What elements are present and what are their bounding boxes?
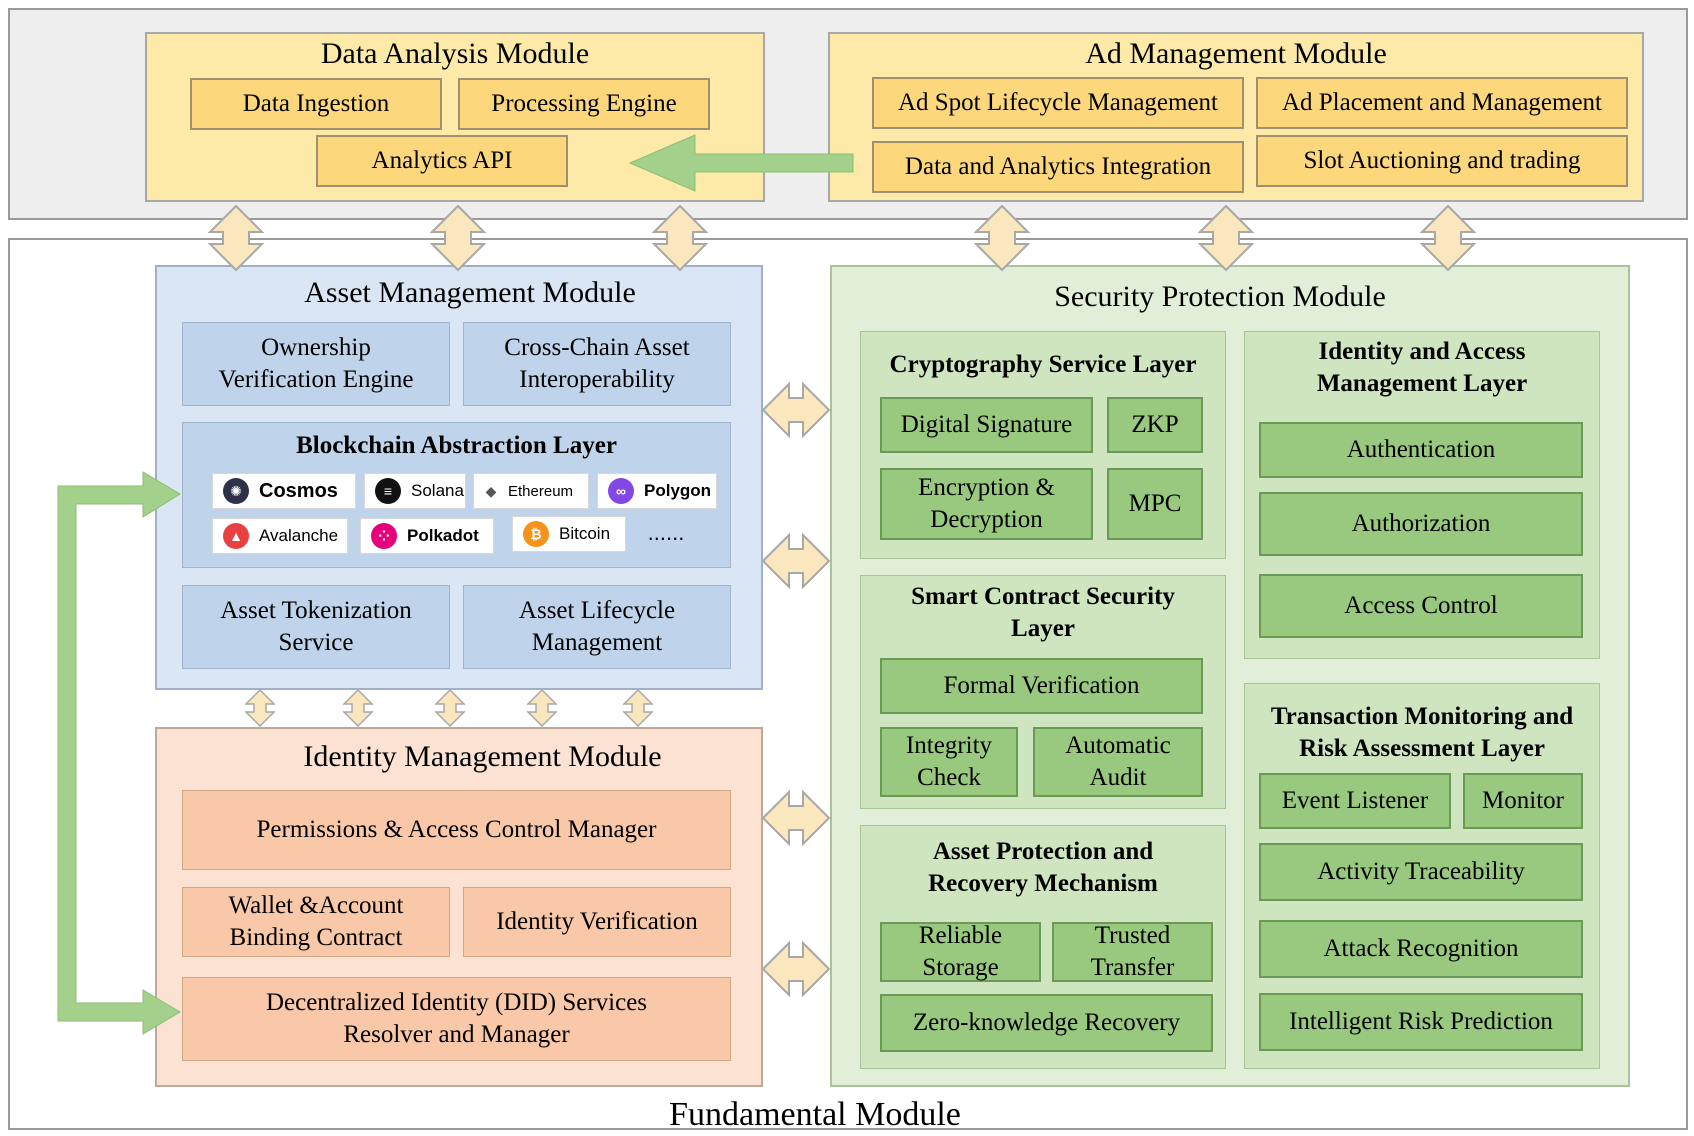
smart-contract-title: Smart Contract Security Layer: [911, 583, 1175, 642]
intelligent-risk-prediction-box: Intelligent Risk Prediction: [1259, 993, 1583, 1051]
chain-more-ellipsis: ......: [647, 520, 685, 545]
chain-label: Polygon: [644, 481, 712, 500]
asset-lifecycle-box: Asset Lifecycle Management: [463, 585, 731, 669]
chain-label: Solana: [411, 481, 464, 500]
ad-management-title: Ad Management Module: [1085, 37, 1387, 70]
chain-ethereum: ◆ Ethereum: [473, 473, 589, 509]
ad-placement-box: Ad Placement and Management: [1256, 77, 1628, 129]
monitor-box: Monitor: [1463, 773, 1583, 829]
transaction-monitoring-title: Transaction Monitoring and Risk Assessme…: [1270, 703, 1574, 762]
activity-traceability-box: Activity Traceability: [1259, 843, 1583, 901]
blockchain-abstraction-title: Blockchain Abstraction Layer: [296, 432, 617, 459]
double-arrow-2: [429, 204, 487, 272]
double-arrow-1: [207, 204, 265, 272]
authentication-box: Authentication: [1259, 422, 1583, 478]
polkadot-icon: ⁘: [371, 523, 397, 549]
asset-tokenization-box: Asset Tokenization Service: [182, 585, 450, 669]
formal-verification-box: Formal Verification: [880, 658, 1203, 714]
small-arrow-3: [434, 688, 466, 728]
zero-knowledge-recovery-box: Zero-knowledge Recovery: [880, 994, 1213, 1052]
data-analysis-title: Data Analysis Module: [320, 37, 590, 70]
wallet-binding-box: Wallet &Account Binding Contract: [182, 887, 450, 957]
small-arrow-2: [342, 688, 374, 728]
h-arrow-2: [761, 532, 831, 590]
slot-auctioning-box: Slot Auctioning and trading: [1256, 135, 1628, 187]
security-protection-title: Security Protection Module: [1054, 280, 1386, 313]
h-arrow-1: [761, 381, 831, 439]
access-control-box: Access Control: [1259, 574, 1583, 638]
left-right-arrows: [761, 381, 831, 998]
automatic-audit-box: Automatic Audit: [1033, 727, 1203, 797]
double-arrow-5: [1197, 204, 1255, 272]
asset-identity-arrows: [244, 688, 654, 728]
bitcoin-icon: ₿: [523, 521, 549, 547]
mpc-box: MPC: [1107, 468, 1203, 540]
data-analytics-integration-box: Data and Analytics Integration: [872, 141, 1244, 193]
small-arrow-5: [622, 688, 654, 728]
chain-cosmos: ✺ Cosmos: [212, 473, 356, 509]
chain-polygon: ∞ Polygon: [597, 473, 717, 509]
processing-engine-box: Processing Engine: [458, 78, 710, 130]
ad-spot-lifecycle-box: Ad Spot Lifecycle Management: [872, 77, 1244, 129]
double-arrow-4: [973, 204, 1031, 272]
small-arrow-4: [526, 688, 558, 728]
double-arrow-6: [1419, 204, 1477, 272]
small-arrow-1: [244, 688, 276, 728]
chain-label: Ethereum: [508, 482, 574, 500]
ownership-verification-box: Ownership Verification Engine: [182, 322, 450, 406]
chain-solana: ≡ Solana: [364, 473, 466, 509]
chain-label: Polkadot: [407, 526, 479, 545]
digital-signature-box: Digital Signature: [880, 397, 1093, 453]
chain-label: Avalanche: [259, 526, 339, 545]
event-listener-box: Event Listener: [1259, 773, 1451, 829]
cosmos-icon: ✺: [223, 478, 249, 504]
crosschain-interoperability-box: Cross-Chain Asset Interoperability: [463, 322, 731, 406]
asset-management-title: Asset Management Module: [304, 276, 636, 309]
authorization-box: Authorization: [1259, 492, 1583, 556]
integrity-check-box: Integrity Check: [880, 727, 1018, 797]
asset-protection-title: Asset Protection and Recovery Mechanism: [928, 838, 1158, 897]
top-bottom-arrows: [207, 204, 1477, 272]
double-arrow-3: [651, 204, 709, 272]
iam-title: Identity and Access Management Layer: [1316, 338, 1528, 397]
chain-label: Cosmos: [259, 479, 338, 502]
cryptography-title: Cryptography Service Layer: [889, 351, 1197, 378]
permissions-access-box: Permissions & Access Control Manager: [182, 790, 731, 870]
chain-polkadot: ⁘ Polkadot: [360, 518, 494, 554]
abstraction-to-did-arrow: [57, 471, 181, 1035]
fundamental-module-label: Fundamental Module: [669, 1096, 961, 1133]
zkp-box: ZKP: [1107, 397, 1203, 453]
ethereum-icon: ◆: [482, 478, 500, 504]
chain-avalanche: ▲ Avalanche: [212, 518, 348, 554]
chain-bitcoin: ₿ Bitcoin: [512, 516, 626, 552]
h-arrow-3: [761, 789, 831, 847]
avalanche-icon: ▲: [223, 523, 249, 549]
ad-to-analytics-arrow: [628, 134, 854, 192]
polygon-icon: ∞: [608, 478, 634, 504]
attack-recognition-box: Attack Recognition: [1259, 920, 1583, 978]
h-arrow-4: [761, 940, 831, 998]
trusted-transfer-box: Trusted Transfer: [1052, 922, 1213, 982]
chain-label: Bitcoin: [559, 524, 611, 543]
reliable-storage-box: Reliable Storage: [880, 922, 1041, 982]
did-services-box: Decentralized Identity (DID) Services Re…: [182, 977, 731, 1061]
identity-management-title: Identity Management Module: [303, 740, 662, 773]
identity-verification-box: Identity Verification: [463, 887, 731, 957]
data-ingestion-box: Data Ingestion: [190, 78, 442, 130]
solana-icon: ≡: [375, 478, 401, 504]
encryption-decryption-box: Encryption & Decryption: [880, 468, 1093, 540]
analytics-api-box: Analytics API: [316, 135, 568, 187]
